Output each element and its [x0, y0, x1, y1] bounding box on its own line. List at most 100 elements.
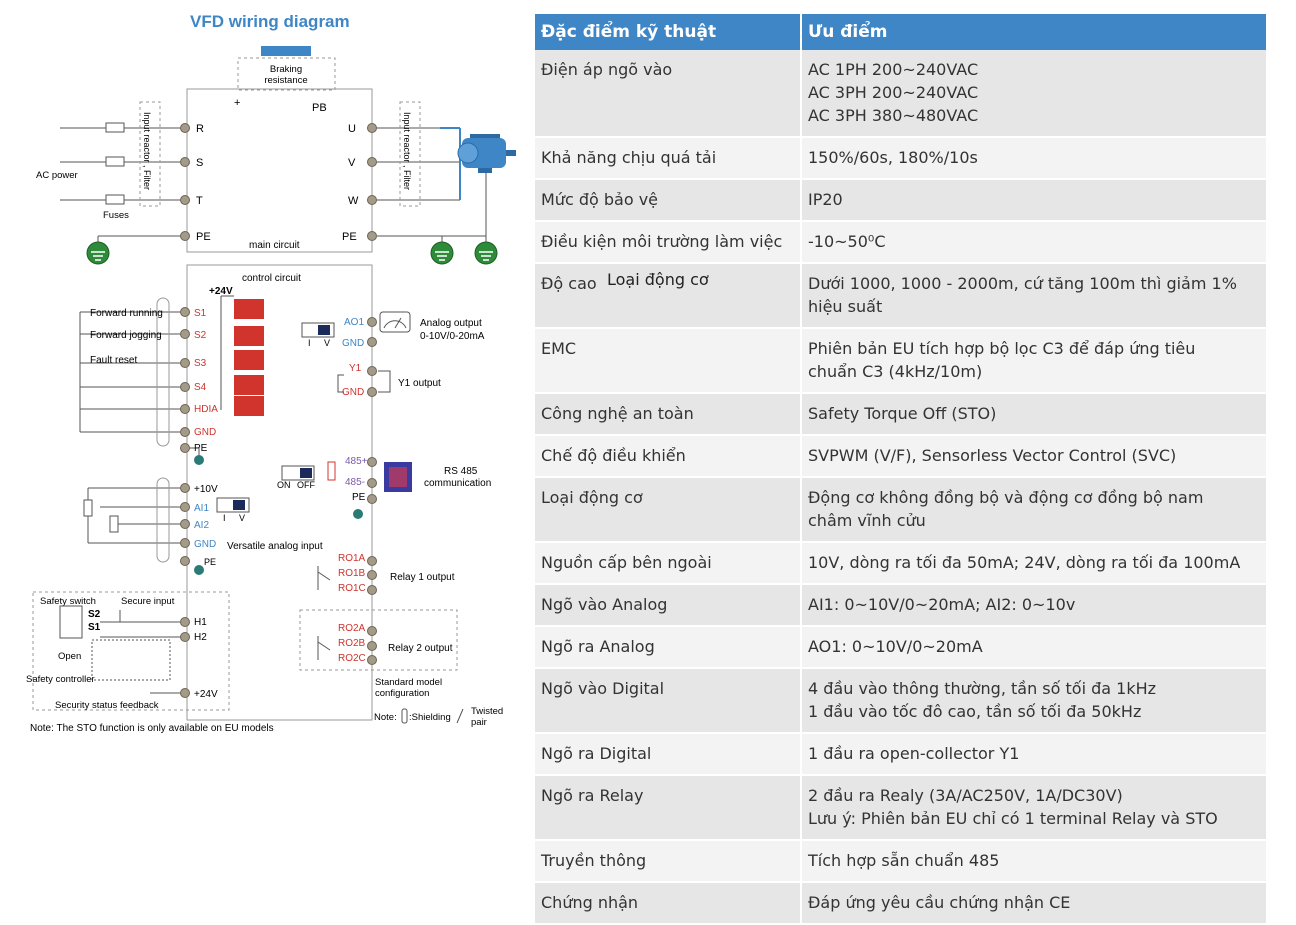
potentiometer-2: [109, 515, 119, 533]
input-terminals: [180, 123, 190, 241]
di-label-1: Forward running: [90, 308, 163, 319]
term-s1: S1: [194, 308, 207, 319]
value-cell: Tích hợp sẵn chuẩn 485: [801, 840, 1268, 883]
y1-label: Y1 output: [398, 378, 441, 389]
terminal-u: U: [348, 123, 356, 135]
meter-icon: [379, 311, 411, 333]
value-cell: IP20: [801, 179, 1268, 222]
terminal-w: W: [348, 195, 359, 207]
main-circuit-box: [186, 88, 373, 253]
safety-controller-label: Safety controller: [26, 674, 95, 685]
term-ai2: AI2: [194, 520, 209, 531]
terminal-s: S: [196, 157, 203, 169]
term-10v: +10V: [194, 484, 218, 495]
feature-cell: Độ cao: [535, 263, 802, 329]
potentiometer-1: [83, 499, 93, 517]
value-cell: AI1: 0~10V/0~20mA; AI2: 0~10v: [801, 584, 1268, 627]
term-ro1b: RO1B: [338, 568, 366, 579]
ao-switch-v: V: [324, 338, 330, 348]
table-row: Loại động cơ Động cơ không đồng bộ và độn…: [535, 477, 1268, 543]
table-row: Điều kiện môi trường làm việc-10~50⁰C: [535, 221, 1268, 264]
input-filter-label: Input reactor , Filter: [142, 112, 152, 190]
term-gnd-di: GND: [194, 427, 216, 438]
sto-note: Note: The STO function is only available…: [30, 723, 274, 734]
s1-label: S1: [88, 622, 101, 633]
value-line: AC 1PH 200~240VAC: [808, 60, 979, 79]
value-line: AC 3PH 200~240VAC: [808, 83, 979, 102]
diagram-title: VFD wiring diagram: [190, 12, 350, 31]
value-line: 1 đầu ra open-collector Y1: [808, 744, 1020, 763]
open-label: Open: [58, 651, 81, 662]
motor-icon: [457, 134, 516, 173]
feature-cell: Ngõ vào Digital: [535, 668, 802, 734]
value-cell: SVPWM (V/F), Sensorless Vector Control (…: [801, 435, 1268, 478]
value-cell: AC 1PH 200~240VAC AC 3PH 200~240VAC AC 3PH…: [801, 50, 1268, 138]
twisted-pair-icon: [456, 708, 464, 724]
feature-cell: Ngõ ra Digital: [535, 733, 802, 776]
term-ro1c: RO1C: [338, 583, 366, 594]
value-line: Động cơ không đồng bộ và động cơ đồng bộ…: [808, 488, 1204, 507]
di-terminals: [180, 307, 190, 453]
table-row: Độ cao Dưới 1000, 1000 - 2000m, cứ tăng 1…: [535, 263, 1268, 329]
terminal-pe-in: PE: [196, 231, 211, 243]
table-row: Chứng nhận Đáp ứng yêu cầu chứng nhận CE: [535, 882, 1268, 925]
term-ao1: AO1: [344, 317, 364, 328]
table-row: Truyền thông Tích hợp sẵn chuẩn 485: [535, 840, 1268, 883]
value-cell: Động cơ không đồng bộ và động cơ đồng bộ…: [801, 477, 1268, 543]
value-cell: 1 đầu ra open-collector Y1: [801, 733, 1268, 776]
term-ai1: AI1: [194, 503, 209, 514]
feature-cell: Khả năng chịu quá tải: [535, 137, 802, 180]
table-row: Khả năng chịu quá tải 150%/60s, 180%/10s: [535, 137, 1268, 180]
value-line: 150%/60s, 180%/10s: [808, 148, 978, 167]
feature-cell: Nguồn cấp bên ngoài: [535, 542, 802, 585]
fuses-label: Fuses: [103, 210, 129, 221]
value-line: 2 đầu ra Realy (3A/AC250V, 1A/DC30V): [808, 786, 1123, 805]
feature-cell: Điện áp ngõ vào: [535, 50, 802, 138]
header-advantage: Ưu điểm: [801, 14, 1268, 50]
value-line: Đáp ứng yêu cầu chứng nhận CE: [808, 893, 1071, 912]
term-y1-gnd: GND: [342, 387, 364, 398]
spec-table: Đặc điểm kỹ thuật Ưu điểm Điện áp ngõ và…: [535, 14, 1268, 925]
value-cell: 150%/60s, 180%/10s: [801, 137, 1268, 180]
value-line: Safety Torque Off (STO): [808, 404, 997, 423]
term-485-plus: 485+: [345, 456, 368, 467]
ao-label-1: Analog output: [420, 318, 482, 329]
term-ro2b: RO2B: [338, 638, 366, 649]
pe-ground-dot-1: [194, 455, 204, 465]
term-ao-gnd: GND: [342, 338, 364, 349]
value-line: 10V, dòng ra tối đa 50mA; 24V, dòng ra t…: [808, 553, 1241, 572]
header-feature: Đặc điểm kỹ thuật: [535, 14, 802, 50]
term-h2: H2: [194, 632, 207, 643]
feature-cell: Ngõ vào Analog: [535, 584, 802, 627]
rs485-off: OFF: [297, 480, 315, 490]
feature-cell: Truyền thông: [535, 840, 802, 883]
relay2-terminals: [367, 626, 377, 665]
value-line: AC 3PH 380~480VAC: [808, 106, 979, 125]
ao-label-2: 0-10V/0-20mA: [420, 331, 485, 342]
note-label: Note:: [374, 712, 397, 723]
di-label-3: Fault reset: [90, 355, 137, 366]
input-ground-icon: [86, 241, 110, 265]
value-line: AO1: 0~10V/0~20mA: [808, 637, 983, 656]
value-line: Lưu ý: Phiên bản EU chỉ có 1 terminal Re…: [808, 809, 1218, 828]
safety-switch-label: Safety switch: [40, 596, 96, 607]
braking-resistor: [261, 46, 311, 56]
braking-label-1: Braking: [270, 64, 302, 75]
output-ground-icon-1: [430, 241, 454, 265]
value-line: SVPWM (V/F), Sensorless Vector Control (…: [808, 446, 1177, 465]
relay1-terminals: [367, 556, 377, 595]
feature-cell: Loại động cơ: [535, 477, 802, 543]
term-pe-di: PE: [194, 443, 208, 454]
table-row: Điện áp ngõ vào AC 1PH 200~240VAC AC 3PH 2…: [535, 50, 1268, 138]
feature-cell: Điều kiện môi trường làm việc: [535, 221, 802, 264]
output-ground-icon-2: [474, 241, 498, 265]
rs485-label-2: communication: [424, 478, 491, 489]
value-line: Tích hợp sẵn chuẩn 485: [808, 851, 1000, 870]
feature-cell: Chứng nhận: [535, 882, 802, 925]
term-ro2a: RO2A: [338, 623, 366, 634]
value-line: Dưới 1000, 1000 - 2000m, cứ tăng 100m th…: [808, 274, 1237, 293]
